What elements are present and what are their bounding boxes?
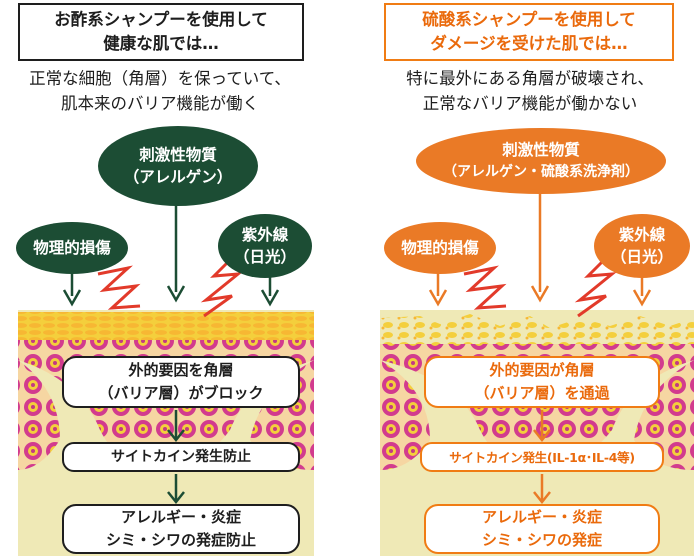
damaged-header: 硫酸系シャンプーを使用して ダメージを受けた肌では… bbox=[384, 3, 674, 61]
uv-arrowhead bbox=[260, 289, 280, 307]
irritant-line1: 刺激性物質 bbox=[139, 146, 217, 164]
healthy-description-line2: 肌本来のバリア機能が働く bbox=[61, 94, 259, 113]
physical-damage-oval: 物理的損傷 bbox=[16, 222, 128, 274]
irritant-line2: （アレルゲン・硫酸系洗浄剤） bbox=[443, 164, 639, 180]
allergy-prevention-box: アレルギー・炎症 シミ・シワの発症防止 bbox=[62, 504, 300, 554]
cell-cluster-left bbox=[380, 360, 430, 470]
down-arrow-icon bbox=[533, 474, 551, 504]
lightning-icon bbox=[200, 256, 243, 318]
physical-arrowhead bbox=[62, 289, 82, 307]
damaged-stratum-corneum bbox=[380, 314, 694, 344]
cytokine-production-box: サイトカイン発生(IL-1α･IL-4等) bbox=[420, 442, 664, 472]
allergy-onset-box: アレルギー・炎症 シミ・シワの発症 bbox=[424, 504, 660, 554]
irritant-line1: 刺激性物質 bbox=[502, 141, 580, 159]
barrier-pass-line2: （バリア層）を通過 bbox=[474, 384, 610, 402]
cytokine-prevention-label: サイトカイン発生防止 bbox=[111, 448, 251, 465]
damaged-skin-panel: 硫酸系シャンプーを使用して ダメージを受けた肌では… 特に最外にある角層が破壊さ… bbox=[380, 0, 694, 556]
healthy-header-line1: お酢系シャンプーを使用して bbox=[54, 10, 268, 29]
barrier-block-box: 外的要因を角層 （バリア層）がブロック bbox=[62, 356, 300, 408]
irritant-oval: 刺激性物質 （アレルゲン・硫酸系洗浄剤） bbox=[416, 128, 666, 194]
physical-arrowhead bbox=[428, 289, 448, 307]
allergy-onset-line1: アレルギー・炎症 bbox=[481, 508, 602, 526]
damaged-header-line1: 硫酸系シャンプーを使用して bbox=[422, 10, 636, 29]
lightning-icon bbox=[463, 265, 507, 310]
uv-line2: （日光） bbox=[233, 248, 296, 266]
healthy-skin-panel: お酢系シャンプーを使用して 健康な肌では… 正常な細胞（角層）を保っていて、 肌… bbox=[0, 0, 314, 556]
allergy-prevention-line1: アレルギー・炎症 bbox=[120, 508, 241, 526]
irritant-line2: （アレルゲン） bbox=[123, 168, 233, 186]
damaged-description: 特に最外にある角層が破壊され、 正常なバリア機能が働かない bbox=[370, 66, 690, 116]
irritant-arrowhead bbox=[530, 285, 550, 303]
allergy-onset-line2: シミ・シワの発症 bbox=[481, 531, 602, 549]
cytokine-production-label: サイトカイン発生(IL-1α･IL-4等) bbox=[449, 449, 635, 465]
uv-oval: 紫外線 （日光） bbox=[218, 214, 312, 278]
damaged-description-line1: 特に最外にある角層が破壊され、 bbox=[406, 69, 654, 88]
barrier-pass-line1: 外的要因が角層 bbox=[489, 361, 595, 379]
stratum-corneum-layer bbox=[18, 312, 314, 342]
irritant-arrowhead bbox=[166, 285, 186, 303]
lightning-icon bbox=[574, 256, 617, 318]
uv-line1: 紫外線 bbox=[241, 226, 289, 244]
healthy-skin-illustration bbox=[18, 198, 314, 556]
uv-line2: （日光） bbox=[610, 248, 673, 266]
healthy-description: 正常な細胞（角層）を保っていて、 肌本来のバリア機能が働く bbox=[0, 66, 320, 116]
physical-damage-label: 物理的損傷 bbox=[401, 239, 479, 257]
physical-damage-label: 物理的損傷 bbox=[33, 239, 111, 257]
physical-damage-oval: 物理的損傷 bbox=[384, 222, 496, 274]
healthy-header: お酢系シャンプーを使用して 健康な肌では… bbox=[18, 3, 304, 61]
cytokine-prevention-box: サイトカイン発生防止 bbox=[62, 442, 300, 472]
uv-oval: 紫外線 （日光） bbox=[594, 214, 690, 278]
damaged-description-line2: 正常なバリア機能が働かない bbox=[422, 94, 638, 113]
damaged-header-line2: ダメージを受けた肌では… bbox=[430, 34, 628, 53]
barrier-block-line2: （バリア層）がブロック bbox=[98, 384, 264, 402]
healthy-description-line1: 正常な細胞（角層）を保っていて、 bbox=[29, 69, 291, 88]
down-arrow-icon bbox=[167, 410, 185, 442]
uv-arrowhead bbox=[632, 289, 652, 307]
allergy-prevention-line2: シミ・シワの発症防止 bbox=[105, 531, 256, 549]
irritant-oval: 刺激性物質 （アレルゲン） bbox=[98, 126, 258, 206]
down-arrow-icon bbox=[167, 474, 185, 504]
healthy-header-line2: 健康な肌では… bbox=[103, 34, 219, 53]
damaged-skin-illustration bbox=[380, 190, 694, 556]
uv-line1: 紫外線 bbox=[618, 226, 666, 244]
barrier-block-line1: 外的要因を角層 bbox=[128, 361, 234, 379]
down-arrow-icon bbox=[533, 410, 551, 442]
barrier-pass-box: 外的要因が角層 （バリア層）を通過 bbox=[424, 356, 660, 408]
lightning-icon bbox=[97, 265, 141, 310]
cell-cluster-left bbox=[18, 360, 60, 470]
